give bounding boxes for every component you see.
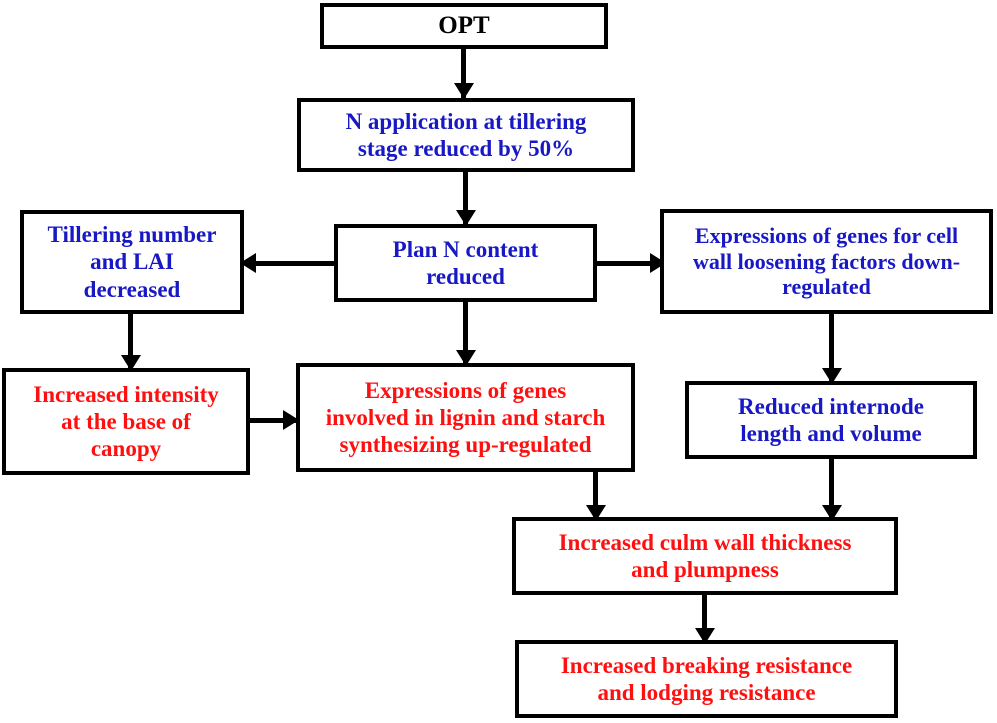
edge-intensity-to-lignin-arrow <box>283 410 299 430</box>
node-lignin[interactable]: Expressions of genes involved in lignin … <box>296 363 635 472</box>
node-internode-label: Reduced internode length and volume <box>738 393 924 446</box>
edge-intensity-to-lignin-line <box>250 418 300 423</box>
node-intensity-label: Increased intensity at the base of canop… <box>33 381 219 462</box>
node-breaking-label: Increased breaking resistance and lodgin… <box>560 652 853 705</box>
edge-opt-to-n-application-line <box>461 48 466 98</box>
edge-plan-n-to-cell-wall-line <box>594 261 666 266</box>
node-cell-wall-label: Expressions of genes for cell wall loose… <box>692 222 961 300</box>
edge-n-application-to-plan-n-arrow <box>456 210 476 226</box>
node-n-application[interactable]: N application at tillering stage reduced… <box>297 98 635 172</box>
edge-cell-wall-to-internode-line <box>829 312 834 384</box>
edge-plan-n-to-lignin-line <box>463 300 468 365</box>
node-lignin-label: Expressions of genes involved in lignin … <box>325 377 606 458</box>
edge-cell-wall-to-internode-arrow <box>822 368 842 384</box>
node-plan-n-label: Plan N content reduced <box>392 236 539 289</box>
edge-n-application-to-plan-n-line <box>463 172 468 226</box>
node-culm-wall[interactable]: Increased culm wall thickness and plumpn… <box>512 517 898 595</box>
edge-plan-n-to-tillering-arrow <box>240 253 256 273</box>
node-tillering-label: Tillering number and LAI decreased <box>47 222 217 302</box>
node-breaking[interactable]: Increased breaking resistance and lodgin… <box>515 640 898 718</box>
node-cell-wall[interactable]: Expressions of genes for cell wall loose… <box>660 209 993 314</box>
node-opt[interactable]: OPT <box>320 3 608 49</box>
edge-culm-wall-to-breaking-line <box>702 593 707 643</box>
node-n-application-label: N application at tillering stage reduced… <box>345 108 587 161</box>
node-opt-label: OPT <box>438 12 490 40</box>
edge-plan-n-to-lignin-arrow <box>456 350 476 366</box>
node-tillering[interactable]: Tillering number and LAI decreased <box>20 210 244 314</box>
edge-plan-n-to-tillering-line <box>252 261 338 266</box>
node-culm-wall-label: Increased culm wall thickness and plumpn… <box>558 529 852 582</box>
node-intensity[interactable]: Increased intensity at the base of canop… <box>2 368 250 475</box>
edge-tillering-to-intensity-line <box>128 312 133 370</box>
edge-opt-to-n-application-arrow <box>454 83 474 99</box>
node-plan-n[interactable]: Plan N content reduced <box>334 224 597 302</box>
edge-internode-to-culm-wall-line <box>829 457 834 522</box>
edge-lignin-to-culm-wall-line <box>593 470 598 522</box>
edge-tillering-to-intensity-arrow <box>121 355 141 371</box>
node-internode[interactable]: Reduced internode length and volume <box>685 381 977 459</box>
